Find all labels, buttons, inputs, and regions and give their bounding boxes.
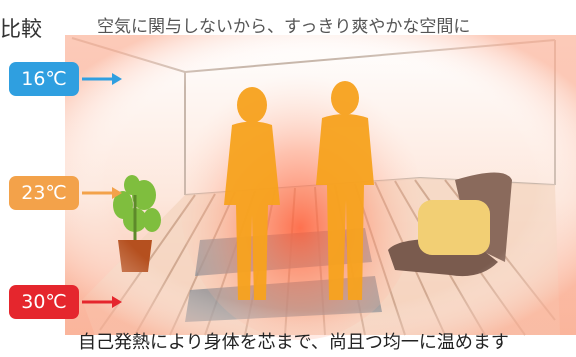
arrow-30 [82, 296, 122, 308]
temperature-arrows [82, 73, 122, 308]
arrow-23 [82, 187, 122, 199]
caption-text: 空気に関与しないから、すっきり爽やかな空間に [97, 17, 471, 37]
heading-title: 比較 [0, 17, 42, 41]
bottom-caption: 自己発熱により身体を芯まで、尚且つ均一に温めます [78, 332, 509, 353]
arrow-16 [82, 73, 122, 85]
temp-badge-23: 23℃ [9, 176, 79, 210]
edge-warmth [65, 35, 576, 335]
temp-badge-30: 30℃ [9, 285, 79, 319]
temp-badge-16: 16℃ [9, 62, 79, 96]
